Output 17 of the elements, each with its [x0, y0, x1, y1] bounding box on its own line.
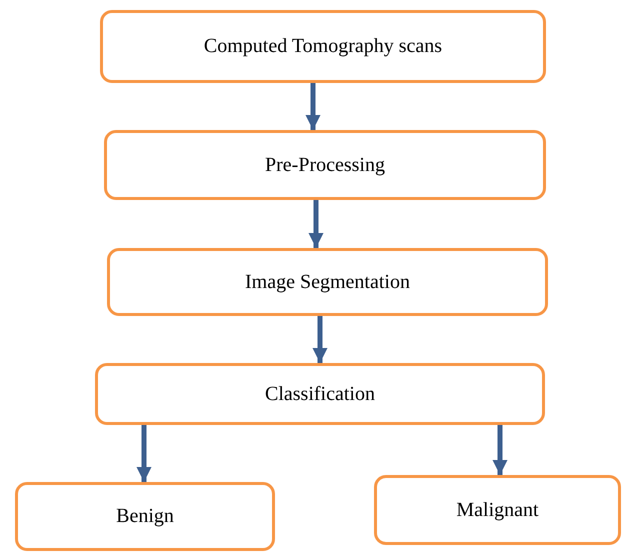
process-box — [107, 248, 548, 316]
arrow — [306, 83, 320, 130]
box-label: Classification — [265, 382, 375, 406]
box-label: Computed Tomography scans — [204, 35, 442, 58]
box-label: Pre-Processing — [265, 154, 385, 176]
process-box — [374, 475, 621, 545]
box-label: Benign — [116, 505, 174, 528]
process-box — [104, 130, 546, 200]
arrow — [492, 425, 508, 475]
process-box — [95, 363, 545, 425]
box-label: Image Segmentation — [245, 270, 410, 294]
process-box — [100, 10, 546, 83]
arrow — [308, 200, 324, 248]
process-box — [15, 482, 275, 551]
arrow — [136, 425, 152, 482]
arrow — [312, 316, 328, 363]
box-label: Malignant — [456, 498, 539, 522]
